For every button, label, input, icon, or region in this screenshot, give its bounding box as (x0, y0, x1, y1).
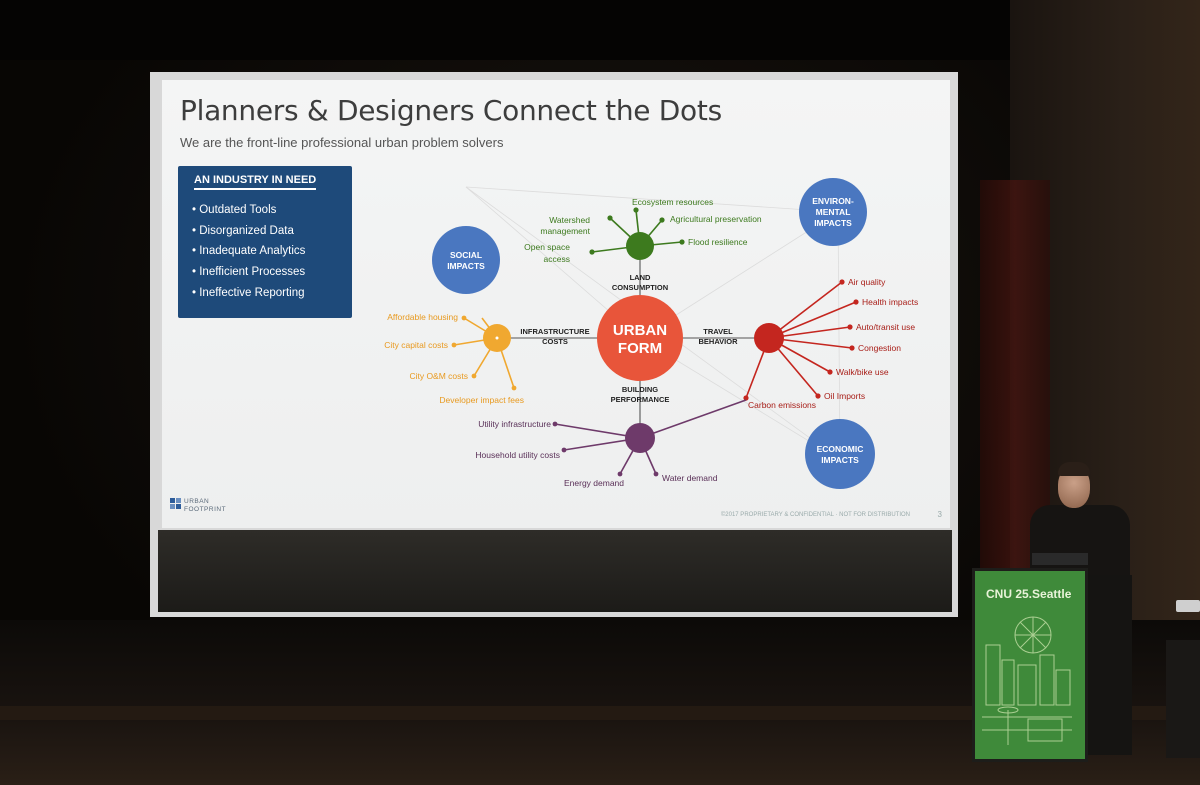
building-hub-label: BUILDING (622, 385, 658, 394)
economic-impacts-label: IMPACTS (821, 455, 859, 465)
travel-dot (827, 369, 833, 375)
land-dot (607, 215, 613, 221)
building-item: Household utility costs (475, 450, 560, 460)
building-hub-label: PERFORMANCE (611, 395, 670, 404)
environmental-impacts-circle (799, 178, 867, 246)
logo-line: URBAN (184, 498, 210, 505)
stage-monitor (1166, 640, 1200, 758)
infra-dot (511, 385, 517, 391)
land-item-agricultural: Agricultural preservation (670, 214, 762, 224)
need-item: Inadequate Analytics (192, 241, 305, 262)
land-hub (626, 232, 654, 260)
land-item-flood: Flood resilience (688, 237, 748, 247)
land-item-watershed: management (540, 226, 590, 236)
building-item: Utility infrastructure (478, 419, 551, 429)
urban-footprint-logo: URBAN FOOTPRINT (184, 498, 226, 514)
environmental-impacts-label: IMPACTS (814, 218, 852, 228)
infra-item: City O&M costs (409, 371, 468, 381)
urban-form-diagram: URBAN FORM SOCIAL IMPACTS ENVIRON- MENTA… (384, 178, 918, 489)
building-dot (561, 447, 567, 453)
building-dot (653, 471, 659, 477)
logo-line: FOOTPRINT (184, 506, 227, 513)
need-item: Inefficient Processes (192, 262, 305, 283)
land-dot (659, 217, 665, 223)
travel-hub-label: TRAVEL (703, 327, 733, 336)
economic-impacts-circle (805, 419, 875, 489)
travel-dot (853, 299, 859, 305)
infra-dot (451, 342, 457, 348)
travel-item: Congestion (858, 343, 901, 353)
economic-impacts-label: ECONOMIC (817, 444, 864, 454)
need-list: Outdated Tools Disorganized Data Inadequ… (192, 200, 305, 304)
travel-dot (849, 345, 855, 351)
land-item-open-space: access (544, 254, 570, 264)
need-item: Outdated Tools (192, 200, 305, 221)
infra-item: Affordable housing (387, 312, 458, 322)
social-impacts-label: SOCIAL (450, 250, 482, 260)
presentation-slide: Planners & Designers Connect the Dots We… (162, 80, 950, 528)
travel-item: Health impacts (862, 297, 918, 307)
travel-dot (815, 393, 821, 399)
urban-form-label: URBAN (613, 322, 667, 339)
hub-connectors (510, 260, 754, 424)
building-dot (552, 421, 558, 427)
building-dot (617, 471, 623, 477)
ceiling (0, 0, 1200, 60)
building-hub (625, 423, 655, 453)
podium-side (1082, 575, 1132, 755)
land-item-open-space: Open space (524, 242, 570, 252)
travel-item: Oil Imports (824, 391, 865, 401)
building-item: Energy demand (564, 478, 624, 488)
urban-footprint-logo-icon (170, 498, 181, 509)
land-item-watershed: Watershed (549, 215, 590, 225)
travel-item: Air quality (848, 277, 886, 287)
stage-edge (0, 706, 1200, 720)
infra-hub-label: INFRASTRUCTURE (520, 327, 589, 336)
urban-form-circle (597, 295, 683, 381)
travel-item: Carbon emissions (748, 400, 816, 410)
slide-subtitle: We are the front-line professional urban… (180, 135, 504, 150)
land-dot (633, 207, 639, 213)
travel-dot (743, 395, 749, 401)
environmental-impacts-label: ENVIRON- (812, 196, 854, 206)
laptop (1032, 553, 1088, 565)
slide-footer: ©2017 PROPRIETARY & CONFIDENTIAL · NOT F… (720, 512, 910, 518)
infra-item: Developer impact fees (439, 395, 524, 405)
need-box-heading: AN INDUSTRY IN NEED (194, 174, 317, 190)
land-hub-label: LAND (630, 273, 651, 282)
infra-dot (471, 373, 477, 379)
land-dot (589, 249, 595, 255)
travel-hub-label: BEHAVIOR (698, 337, 738, 346)
slide-title: Planners & Designers Connect the Dots (180, 94, 722, 127)
podium-sign: CNU 25.Seattle (986, 587, 1072, 601)
travel-dot (839, 279, 845, 285)
screen-lower-area (158, 530, 952, 612)
travel-dot (847, 324, 853, 330)
slide-page-number: 3 (937, 510, 942, 519)
land-dot (679, 239, 685, 245)
need-item: Ineffective Reporting (192, 283, 305, 304)
building-item: Water demand (662, 473, 718, 483)
infra-dot (461, 315, 467, 321)
land-hub-label: CONSUMPTION (612, 283, 668, 292)
travel-item: Walk/bike use (836, 367, 889, 377)
urban-form-label: FORM (618, 340, 662, 357)
social-impacts-label: IMPACTS (447, 261, 485, 271)
industry-need-box: AN INDUSTRY IN NEED Outdated Tools Disor… (178, 166, 352, 318)
environmental-impacts-label: MENTAL (816, 207, 851, 217)
travel-item: Auto/transit use (856, 322, 915, 332)
travel-hub (754, 323, 784, 353)
speaker-hair (1058, 462, 1090, 476)
social-impacts-circle (432, 226, 500, 294)
need-item: Disorganized Data (192, 221, 305, 242)
land-item-ecosystem: Ecosystem resources (632, 197, 713, 207)
seattle-skyline-art (982, 616, 1072, 745)
infra-hub-center (495, 336, 499, 340)
infra-item: City capital costs (384, 340, 448, 350)
infra-hub-label: COSTS (542, 337, 568, 346)
monitor-top (1176, 600, 1200, 612)
